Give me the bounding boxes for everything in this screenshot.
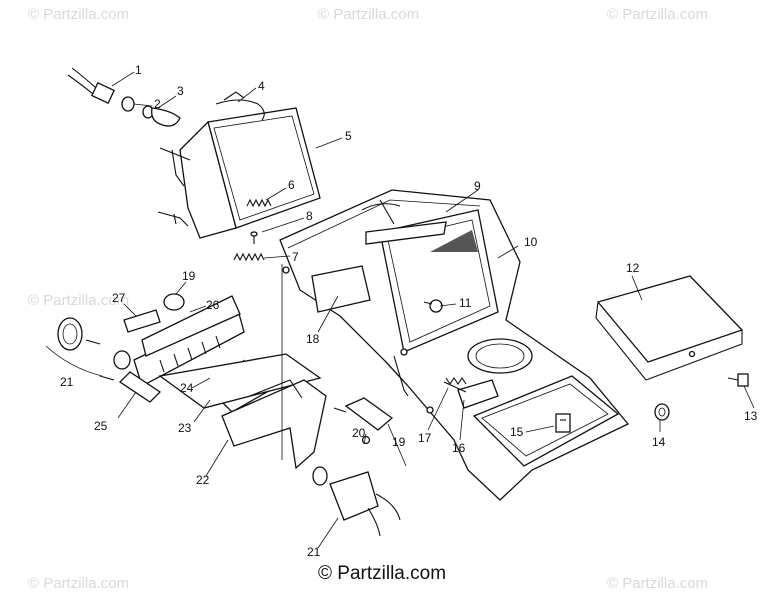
watermark-top-right: © Partzilla.com xyxy=(607,6,709,23)
callout-4: 4 xyxy=(258,79,265,93)
spring-7 xyxy=(233,252,265,262)
headlight-housing xyxy=(157,91,321,239)
washer-14 xyxy=(654,403,670,421)
callout-6: 6 xyxy=(288,178,295,192)
screw-8 xyxy=(250,231,258,244)
callout-26: 26 xyxy=(206,298,220,312)
callout-11: 11 xyxy=(459,296,472,310)
callout-17: 17 xyxy=(418,431,432,445)
callout-10: 10 xyxy=(524,235,538,249)
callout-7: 7 xyxy=(292,250,299,264)
callout-27: 27 xyxy=(112,291,126,305)
callout-20: 20 xyxy=(352,426,366,440)
cover-12 xyxy=(595,275,744,381)
spring-6 xyxy=(246,198,272,208)
callout-15: 15 xyxy=(510,425,524,439)
callout-9: 9 xyxy=(474,179,481,193)
callout-14: 14 xyxy=(652,435,666,449)
watermark-top-center: © Partzilla.com xyxy=(318,6,420,23)
footer-copyright: © Partzilla.com xyxy=(318,563,447,584)
callout-2: 2 xyxy=(154,97,161,111)
callout-8: 8 xyxy=(306,209,313,223)
watermark-bottom-right: © Partzilla.com xyxy=(607,575,709,592)
callout-25: 25 xyxy=(94,419,108,433)
callout-3: 3 xyxy=(177,84,184,98)
headlight-wire-assembly xyxy=(67,67,181,127)
callout-21-bottom: 21 xyxy=(307,545,321,559)
switch-plate xyxy=(158,353,322,413)
callout-5: 5 xyxy=(345,129,352,143)
watermark-mid-left: © Partzilla.com xyxy=(28,292,130,309)
leader-lines xyxy=(111,71,755,549)
callout-1: 1 xyxy=(135,63,142,77)
watermark-bottom-left: © Partzilla.com xyxy=(28,575,130,592)
console-hood xyxy=(279,189,630,501)
callout-13: 13 xyxy=(744,409,758,423)
callout-16: 16 xyxy=(452,441,466,455)
callout-21-left: 21 xyxy=(60,375,74,389)
callout-24: 24 xyxy=(180,381,194,395)
callout-22: 22 xyxy=(196,473,210,487)
callout-12: 12 xyxy=(626,261,640,275)
watermark-top-left: © Partzilla.com xyxy=(28,6,130,23)
switch-assembly-left xyxy=(45,293,245,403)
bolt-17 xyxy=(443,377,467,393)
switch-19-right xyxy=(333,397,394,431)
callout-23: 23 xyxy=(178,421,192,435)
callout-19-top: 19 xyxy=(182,269,196,283)
key-switch-21 xyxy=(312,466,401,537)
callout-19-right: 19 xyxy=(392,435,406,449)
latch-15 xyxy=(555,413,571,433)
knob-13 xyxy=(727,373,749,387)
bracket-22 xyxy=(221,379,327,470)
callout-18: 18 xyxy=(306,332,320,346)
